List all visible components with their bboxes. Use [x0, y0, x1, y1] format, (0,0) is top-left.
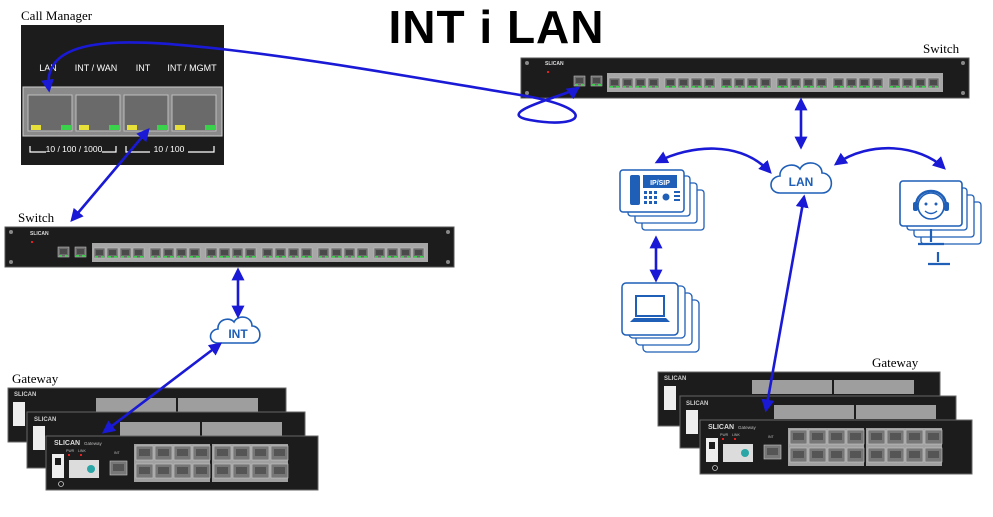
- gateway-right-front-brand: SLICAN: [708, 424, 734, 431]
- gateway-left-front-brand: SLICAN: [54, 440, 80, 447]
- gateway-right-label: Gateway: [872, 355, 919, 370]
- cm-port-label-int-mgmt: INT / MGMT: [167, 63, 217, 73]
- link-lan-cloud-to-operator: [833, 147, 946, 170]
- link-lan-cloud-to-gateway-right: [761, 194, 809, 413]
- cm-ports: [27, 94, 217, 132]
- gateway-left-link: LINK: [78, 449, 86, 453]
- cm-port-label-int-wan: INT / WAN: [75, 63, 118, 73]
- link-cm-lan-to-switch-top: [41, 41, 581, 124]
- link-int-cloud-to-gateway-left: [101, 342, 223, 434]
- gateway-left-int: INT: [114, 451, 121, 455]
- gateway-right-back-brand: SLICAN: [664, 376, 686, 382]
- int-cloud: INT: [209, 316, 261, 344]
- switch-top-brand: SLICAN: [545, 61, 564, 67]
- gateway-left-stack: SLICAN SLICAN SLICAN Gateway PWR LINK IN…: [7, 387, 319, 491]
- lan-cloud-label: LAN: [789, 175, 814, 189]
- laptop-stack-icon: [621, 282, 700, 353]
- gateway-left-back-brand: SLICAN: [14, 392, 36, 398]
- cm-port-label-int: INT: [136, 63, 151, 73]
- int-cloud-label: INT: [228, 327, 248, 341]
- switch-left-ports: [92, 243, 428, 262]
- switch-top-device: SLICAN: [520, 57, 970, 99]
- lan-cloud: LAN: [770, 162, 833, 194]
- switch-left-device: SLICAN: [4, 226, 455, 268]
- cm-port-label-lan: LAN: [39, 63, 57, 73]
- switch-left-brand: SLICAN: [30, 231, 49, 237]
- cm-speed-1000: 10 / 100 / 1000: [46, 144, 103, 154]
- cm-speed-100: 10 / 100: [154, 144, 185, 154]
- gateway-right-int: INT: [768, 435, 775, 439]
- gateway-right-link: LINK: [732, 433, 740, 437]
- gateway-right-pwr: PWR: [720, 433, 729, 437]
- gateway-left-label: Gateway: [12, 371, 59, 386]
- link-cm-int-to-switch-left: [70, 128, 150, 222]
- switch-top-label: Switch: [923, 41, 960, 56]
- connection-lines: [41, 41, 946, 434]
- gateway-left-front-sub: Gateway: [84, 441, 103, 446]
- gateway-left-pwr: PWR: [66, 449, 75, 453]
- gateway-right-front-sub: Gateway: [738, 425, 757, 430]
- diagram-title: INT i LAN: [388, 1, 605, 53]
- phone-screen-label: IP/SIP: [650, 180, 670, 187]
- switch-top-ports: [607, 73, 943, 92]
- link-lan-cloud-to-phones: [654, 147, 772, 174]
- gateway-left-mid-brand: SLICAN: [34, 417, 56, 423]
- gateway-right-stack: SLICAN SLICAN SLICAN Gateway PWR LINK IN…: [657, 371, 973, 475]
- operator-stack-icon: [899, 180, 982, 266]
- ip-phone-stack-icon: IP/SIP: [619, 169, 705, 231]
- call-manager-label: Call Manager: [21, 8, 93, 23]
- switch-left-label: Switch: [18, 210, 55, 225]
- gateway-right-mid-brand: SLICAN: [686, 401, 708, 407]
